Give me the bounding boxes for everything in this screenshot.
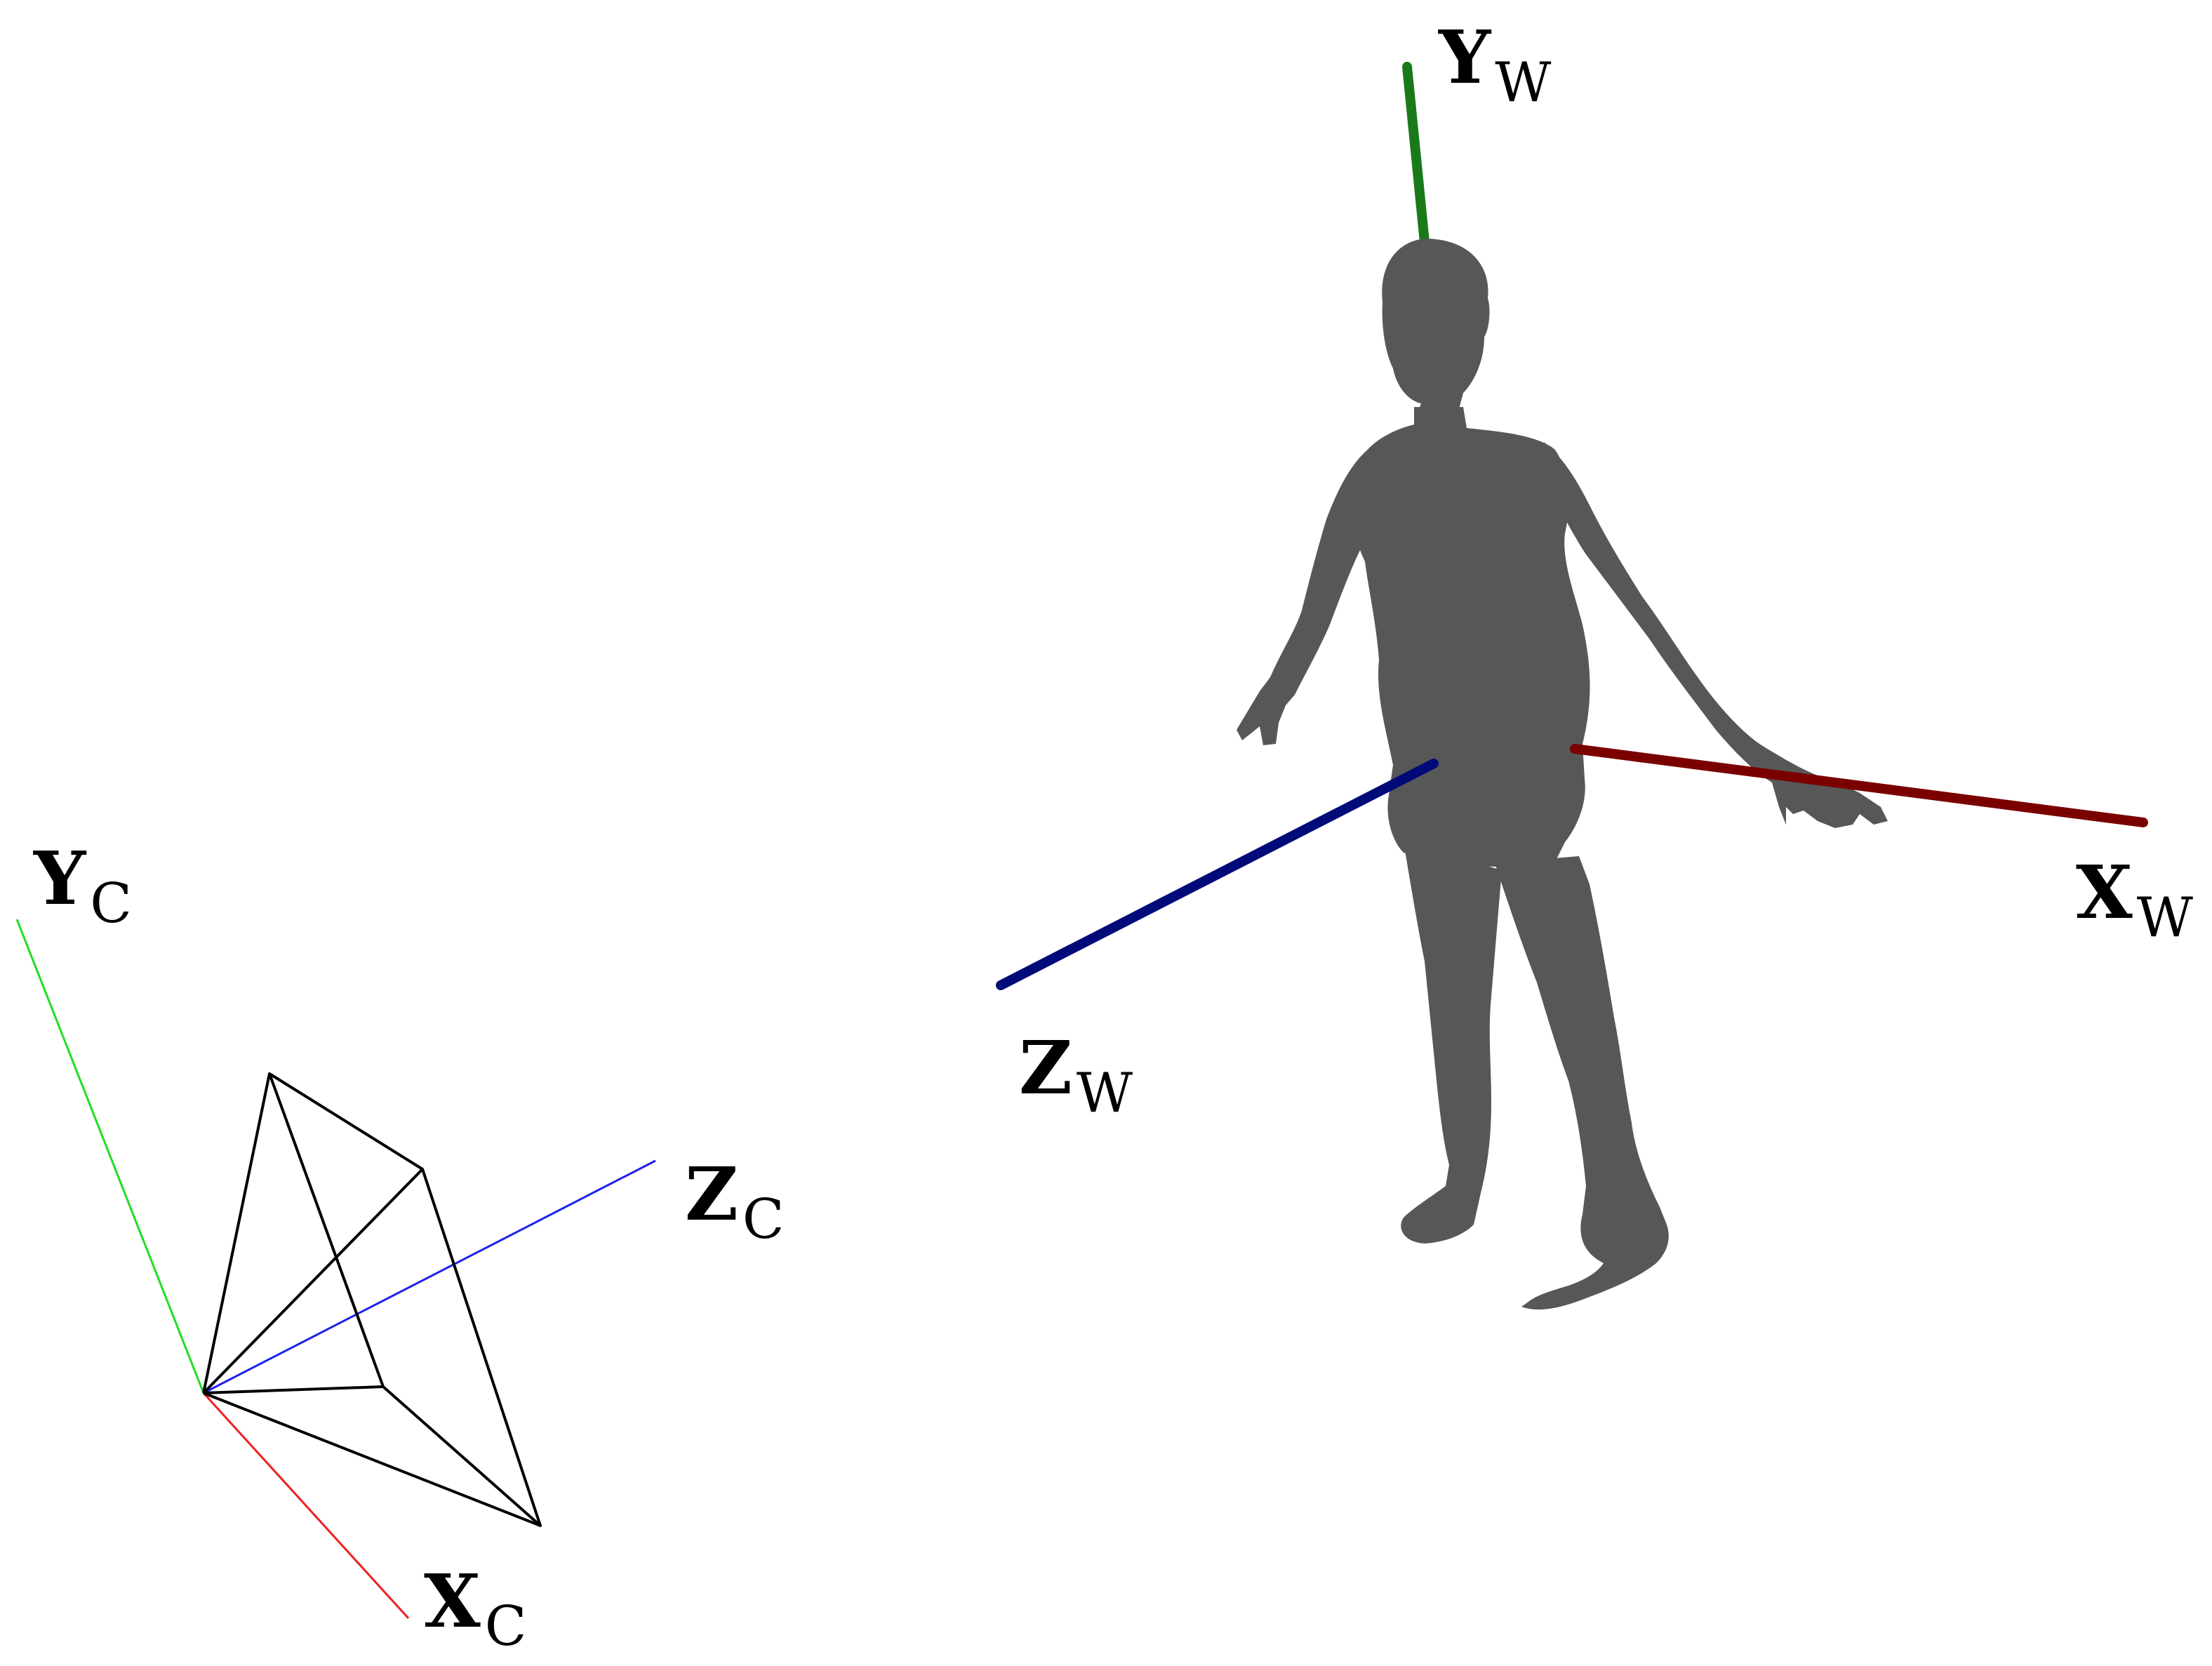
camera-frustum-icon bbox=[202, 1072, 542, 1527]
world-z-subscript: W bbox=[1076, 1062, 1133, 1125]
camera-z-axis-label: ZC bbox=[685, 1158, 785, 1248]
world-x-axis bbox=[1570, 744, 2148, 827]
frustum-edge bbox=[203, 1392, 541, 1527]
camera-z-letter: Z bbox=[685, 1151, 738, 1237]
frustum-edge bbox=[203, 1385, 384, 1394]
camera-x-axis bbox=[202, 1392, 410, 1620]
camera-x-axis-label: XC bbox=[424, 1565, 526, 1655]
world-y-axis bbox=[1402, 62, 1430, 247]
world-x-letter: X bbox=[2076, 849, 2133, 935]
camera-x-subscript: C bbox=[484, 1595, 527, 1658]
camera-z-axis bbox=[203, 1159, 656, 1394]
camera-y-subscript: C bbox=[90, 872, 132, 935]
frustum-image-plane bbox=[268, 1072, 542, 1527]
frustum-edge bbox=[202, 1168, 424, 1394]
camera-z-subscript: C bbox=[742, 1188, 785, 1251]
camera-y-axis-label: YC bbox=[34, 842, 132, 932]
frustum-edge bbox=[202, 1073, 271, 1394]
world-z-letter: Z bbox=[1019, 1025, 1072, 1111]
camera-y-axis bbox=[15, 919, 205, 1394]
camera-x-letter: X bbox=[424, 1558, 481, 1644]
world-y-letter: Y bbox=[1439, 14, 1491, 100]
world-z-axis-label: ZW bbox=[1019, 1032, 1133, 1121]
world-y-axis-label: YW bbox=[1439, 21, 1551, 111]
world-z-axis bbox=[996, 759, 1439, 990]
world-x-subscript: W bbox=[2136, 886, 2193, 949]
world-x-axis-label: XW bbox=[2076, 856, 2193, 946]
human-mesh-icon bbox=[1237, 239, 1888, 1310]
world-y-subscript: W bbox=[1495, 51, 1552, 114]
camera-y-letter: Y bbox=[34, 835, 86, 921]
